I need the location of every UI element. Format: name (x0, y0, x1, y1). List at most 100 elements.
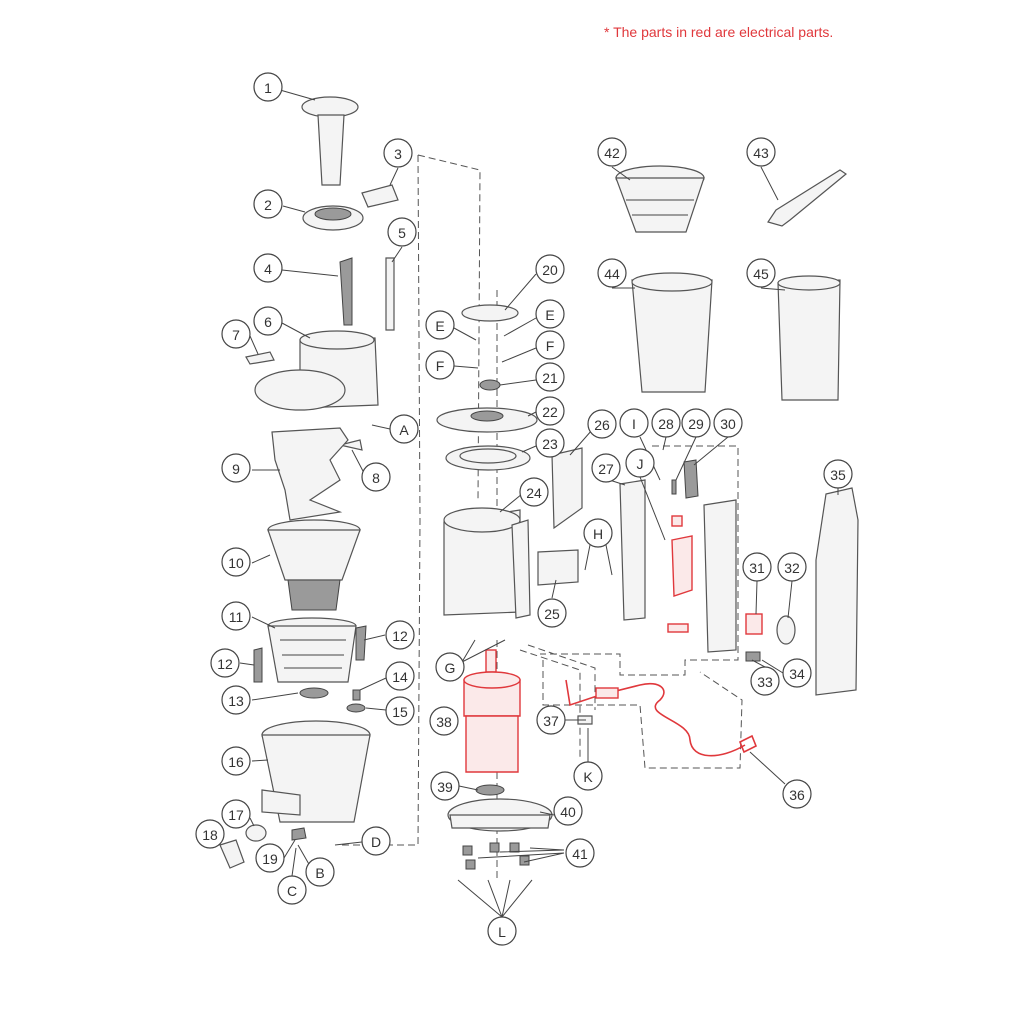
callout-d: D (361, 826, 391, 856)
callout-circle (255, 843, 285, 873)
part-24-body (443, 507, 531, 619)
callout-circle (425, 310, 455, 340)
callout-circle (535, 254, 565, 284)
callout-28: 28 (651, 408, 681, 438)
callout-23: 23 (535, 428, 565, 458)
callout-label: 35 (830, 467, 846, 483)
part-41-feet (462, 842, 530, 870)
callout-label: 1 (264, 80, 272, 96)
callout-a: A (389, 414, 419, 444)
callout-label: 19 (262, 851, 278, 867)
electrical-pcb (671, 535, 693, 597)
callout-8: 8 (361, 462, 391, 492)
callout-37: 37 (536, 705, 566, 735)
callout-27: 27 (591, 453, 621, 483)
callout-circle (535, 396, 565, 426)
callout-circle (535, 362, 565, 392)
callout-21: 21 (535, 362, 565, 392)
callout-label: 17 (228, 807, 244, 823)
callout-i: I (619, 408, 649, 438)
callout-label: 45 (753, 266, 769, 282)
callout-f: F (535, 330, 565, 360)
callout-circle (361, 826, 391, 856)
part-4-lever (339, 257, 353, 326)
callout-label: E (435, 318, 444, 334)
callout-22: 22 (535, 396, 565, 426)
callout-label: 20 (542, 262, 558, 278)
callout-label: 11 (229, 609, 244, 625)
part-31-switch (745, 613, 763, 635)
callout-label: 29 (688, 416, 704, 432)
part-26-panel (551, 447, 583, 530)
part-27-frame (619, 479, 646, 621)
callout-label: 37 (543, 713, 559, 729)
callout-circle (591, 453, 621, 483)
part-15 (346, 703, 366, 713)
callout-30: 30 (713, 408, 743, 438)
callout-circle (253, 72, 283, 102)
part-13-seal (299, 687, 329, 699)
callout-40: 40 (553, 796, 583, 826)
callout-circle (253, 306, 283, 336)
part-12-brush-right (355, 625, 367, 661)
callout-circle (385, 661, 415, 691)
part-34 (745, 651, 761, 662)
callout-circle (777, 552, 807, 582)
callout-7: 7 (221, 319, 251, 349)
callout-label: 43 (753, 145, 769, 161)
callout-circle (221, 319, 251, 349)
callout-1: 1 (253, 72, 283, 102)
callout-label: 2 (264, 197, 272, 213)
electrical-parts-note: * The parts in red are electrical parts. (604, 24, 834, 40)
part-25-label (537, 549, 579, 586)
callout-circle (587, 409, 617, 439)
callout-label: 42 (604, 145, 620, 161)
part-3 (361, 184, 399, 208)
callout-label: K (583, 769, 593, 785)
callout-circle (625, 448, 655, 478)
callout-f: F (425, 350, 455, 380)
callout-circle (565, 838, 595, 868)
part-7 (245, 351, 275, 365)
callout-label: I (632, 416, 636, 432)
callout-label: 21 (542, 370, 558, 386)
callout-label: 12 (217, 656, 233, 672)
callout-16: 16 (221, 746, 251, 776)
callout-circle (713, 408, 743, 438)
callout-label: 28 (658, 416, 674, 432)
callout-circle (221, 601, 251, 631)
callout-circle (361, 462, 391, 492)
part-22-plate (436, 407, 538, 433)
callout-label: 31 (749, 560, 765, 576)
callout-label: D (371, 834, 381, 850)
electrical-terminal (671, 515, 683, 527)
callout-circle (681, 408, 711, 438)
callout-h: H (583, 518, 613, 548)
callout-label: 41 (572, 846, 588, 862)
callout-circle (430, 771, 460, 801)
callout-circle (750, 666, 780, 696)
callout-circle (221, 799, 251, 829)
callout-label: 44 (604, 266, 620, 282)
part-6-hopper (254, 330, 379, 411)
callout-label: 33 (757, 674, 773, 690)
callout-43: 43 (746, 137, 776, 167)
callout-label: B (315, 865, 324, 881)
part-9-screw (271, 427, 349, 521)
callout-2: 2 (253, 189, 283, 219)
callout-label: L (498, 924, 506, 940)
callout-circle (385, 696, 415, 726)
callout-circle (389, 414, 419, 444)
part-2-lid (302, 205, 364, 231)
callout-15: 15 (385, 696, 415, 726)
callout-label: 22 (542, 404, 558, 420)
callout-label: 15 (392, 704, 408, 720)
part-20-cap (461, 304, 519, 322)
callout-circle (597, 137, 627, 167)
callout-circle (435, 652, 465, 682)
callout-label: 36 (789, 787, 805, 803)
callout-label: G (445, 660, 456, 676)
callout-circle (746, 137, 776, 167)
callout-circle (305, 857, 335, 887)
callout-label: 10 (228, 555, 244, 571)
